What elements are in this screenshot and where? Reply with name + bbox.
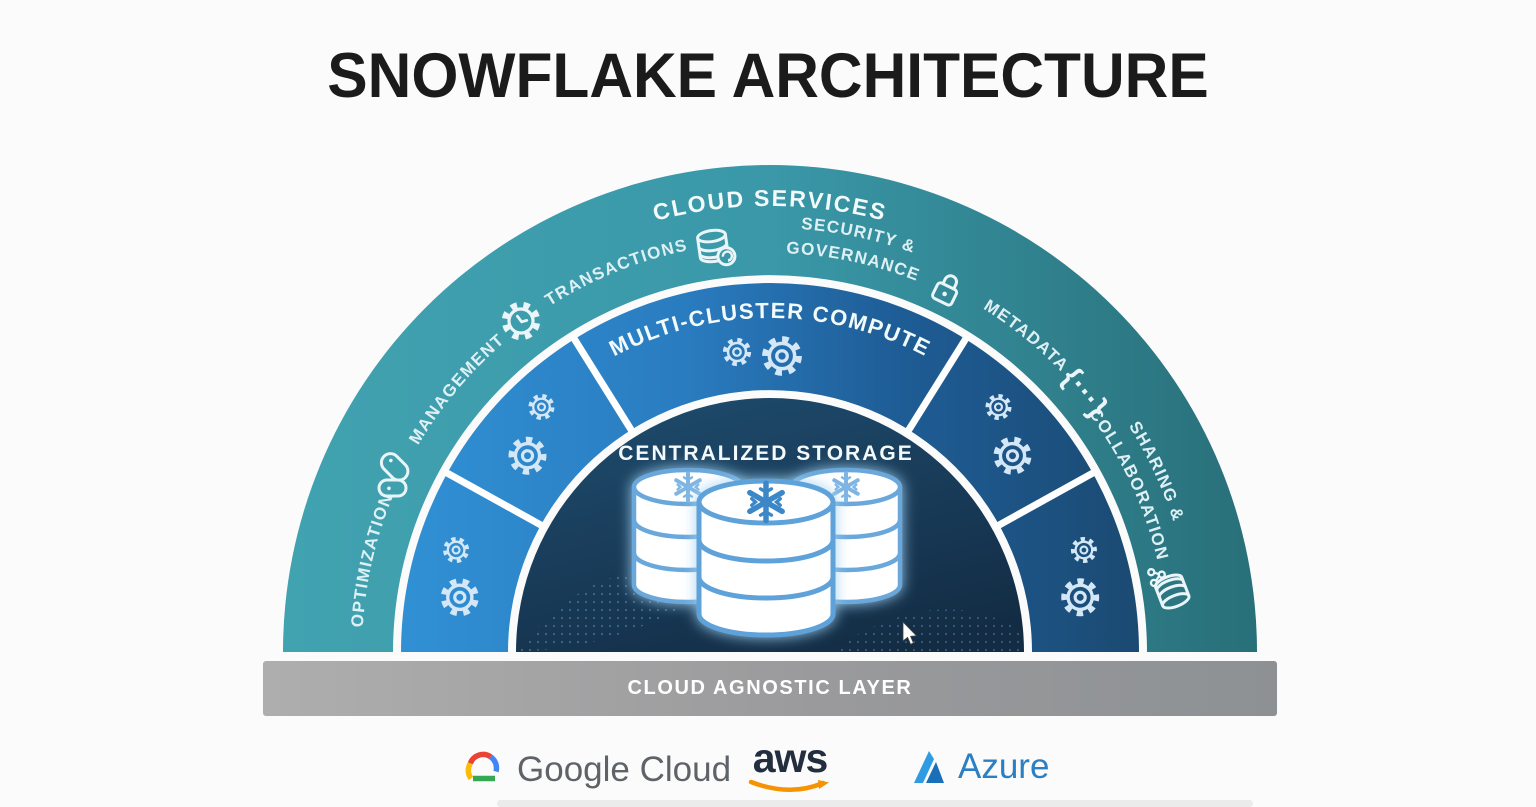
storage-core: CENTRALIZED STORAGE <box>516 398 1024 652</box>
storage-core-title: CENTRALIZED STORAGE <box>618 442 913 465</box>
divider-line <box>902 333 971 437</box>
bottom-strip <box>497 800 1253 807</box>
provider-google-cloud: Google Cloud <box>458 748 731 790</box>
mouse-cursor <box>902 621 918 645</box>
google-cloud-icon <box>465 751 500 782</box>
azure-wordmark: Azure <box>958 746 1050 786</box>
provider-azure: Azure <box>906 746 1049 786</box>
page-title: SNOWFLAKE ARCHITECTURE <box>327 41 1209 111</box>
cloud-agnostic-layer-label: CLOUD AGNOSTIC LAYER <box>627 677 913 699</box>
azure-icon <box>914 751 944 783</box>
divider-line <box>992 468 1098 531</box>
cloud-agnostic-layer-bar: CLOUD AGNOSTIC LAYER <box>263 661 1277 716</box>
aws-smile-icon <box>748 779 829 792</box>
compute-ring-dividers <box>442 333 1098 531</box>
compute-ring-band <box>401 283 1139 652</box>
cloud-services-ring-band <box>283 165 1257 652</box>
compute-ring: MULTI-CLUSTER COMPUTE <box>401 283 1139 652</box>
divider-line <box>442 468 548 531</box>
google-cloud-wordmark: Google Cloud <box>517 749 732 789</box>
architecture-diagram: CLOUD SERVICES OPTIMIZATION MANAGEMENT T… <box>283 165 1257 652</box>
snowflake-database-icon <box>631 467 903 638</box>
database-cylinder-main <box>696 478 836 638</box>
aws-wordmark: aws <box>752 735 828 781</box>
provider-aws: aws <box>742 738 838 797</box>
divider-line <box>569 333 638 437</box>
